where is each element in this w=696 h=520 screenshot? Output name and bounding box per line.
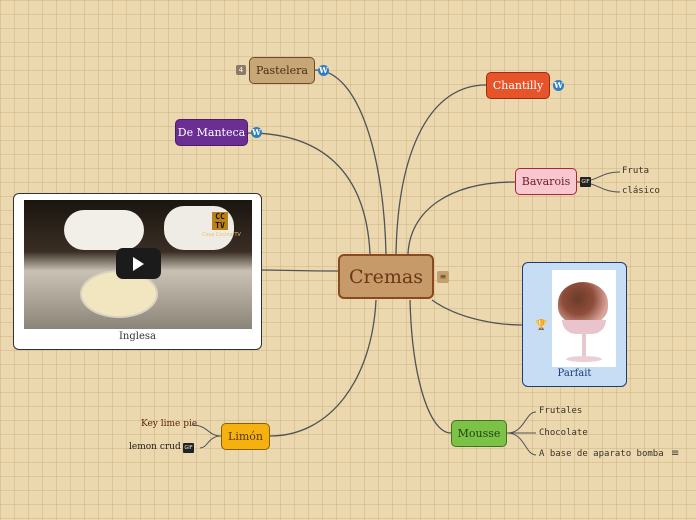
channel-name: Cosa Cocina TV (202, 232, 241, 238)
central-topic-label: Cremas (349, 265, 423, 288)
video-card-inglesa[interactable]: CC TV Cosa Cocina TV Inglesa (13, 193, 262, 350)
subtopic-chocolate[interactable]: Chocolate (539, 428, 588, 438)
subtopic-frutales[interactable]: Frutales (539, 406, 583, 416)
topic-pastelera[interactable]: Pastelera (249, 57, 315, 84)
note-icon[interactable]: ≡ (437, 271, 449, 283)
gif-icon[interactable]: GIF (183, 443, 194, 453)
subtopic-fruta[interactable]: Fruta (622, 166, 650, 176)
video-frame-arm (64, 210, 144, 250)
parfait-cream (558, 282, 608, 324)
note-icon[interactable]: ≡ (671, 448, 680, 459)
topic-label: Limón (228, 430, 263, 443)
topic-limon[interactable]: Limón (221, 423, 270, 450)
subtopic-lemon-crud[interactable]: lemon crud (129, 442, 181, 452)
topic-label: Mousse (457, 427, 501, 440)
subtopic-key-lime-pie[interactable]: Key lime pie (141, 419, 198, 429)
play-button-icon[interactable] (116, 248, 161, 279)
wordpress-icon[interactable]: W (251, 127, 262, 138)
image-card-parfait[interactable]: Parfait (522, 262, 627, 387)
parfait-glass (562, 320, 606, 334)
trophy-icon: 🏆 (535, 320, 548, 331)
channel-logo: CC TV (212, 212, 228, 230)
topic-label-parfait: Parfait (557, 368, 592, 379)
topic-label: Pastelera (256, 64, 308, 77)
topic-bavarois[interactable]: Bavarois (515, 168, 577, 195)
parfait-image (552, 270, 616, 367)
topic-de-manteca[interactable]: De Manteca (175, 119, 248, 146)
topic-label: Chantilly (492, 79, 544, 92)
topic-chantilly[interactable]: Chantilly (486, 72, 550, 99)
topic-label-inglesa: Inglesa (118, 331, 156, 342)
subtopic-aparato-bomba[interactable]: A base de aparato bomba (539, 449, 664, 459)
topic-label: Bavarois (521, 175, 571, 188)
parfait-base (566, 356, 602, 362)
subtopic-clasico[interactable]: clásico (622, 186, 660, 196)
topic-mousse[interactable]: Mousse (451, 420, 507, 447)
wordpress-icon[interactable]: W (318, 65, 329, 76)
wordpress-icon[interactable]: W (553, 80, 564, 91)
count-badge: 4 (236, 65, 246, 75)
topic-label: De Manteca (177, 126, 246, 139)
central-topic-cremas[interactable]: Cremas (338, 254, 434, 299)
gif-icon[interactable]: GIF (580, 177, 591, 187)
video-thumbnail[interactable]: CC TV Cosa Cocina TV (24, 200, 252, 329)
parfait-stem (582, 332, 586, 356)
